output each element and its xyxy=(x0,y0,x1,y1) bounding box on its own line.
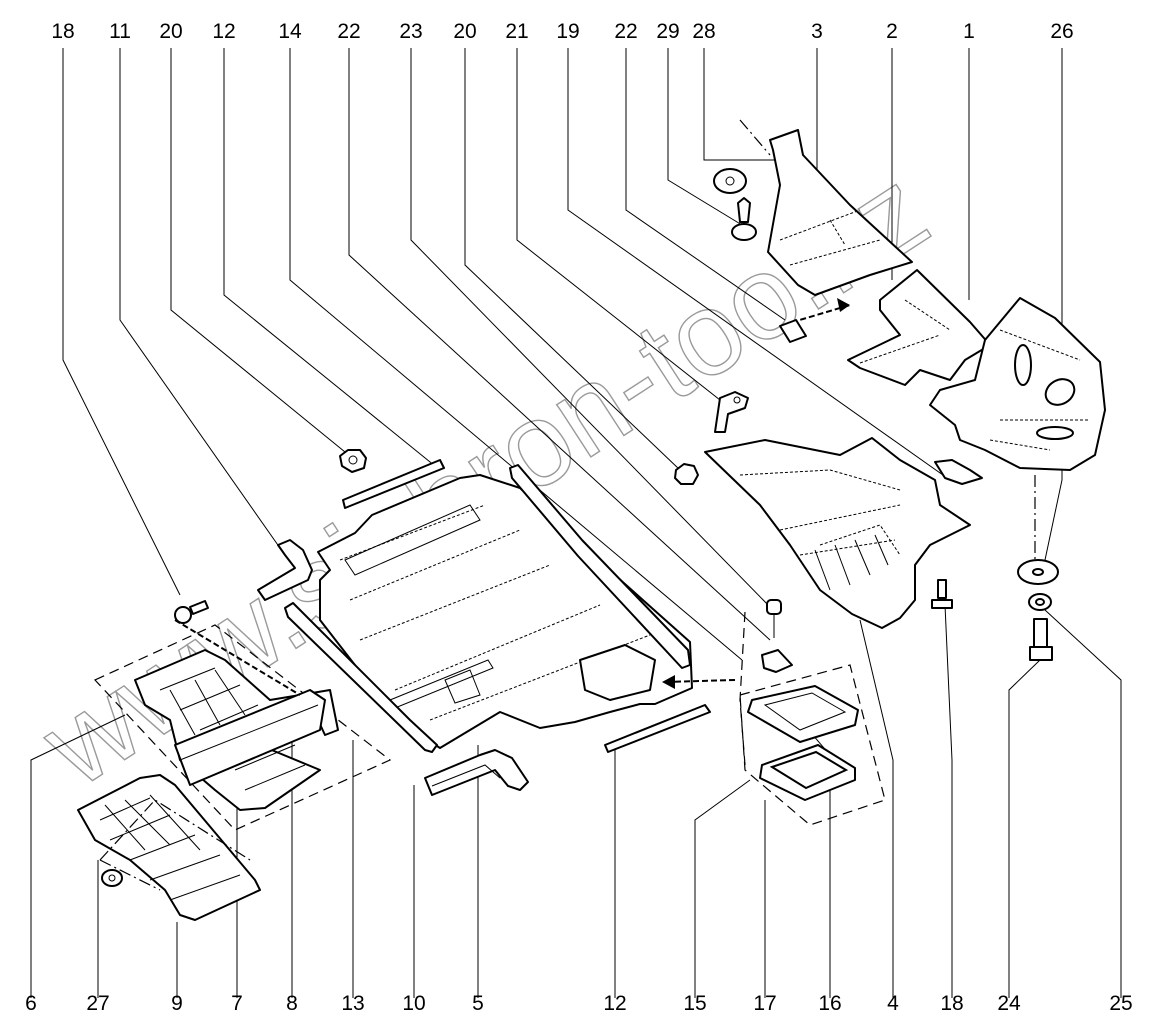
part-27-nut[interactable] xyxy=(101,869,123,887)
part-26-flat-washer[interactable] xyxy=(1017,559,1059,585)
top-callout-3: 3 xyxy=(811,20,823,43)
leader-14 xyxy=(289,48,743,661)
leader-18-top xyxy=(62,48,181,596)
bottom-callout-8: 8 xyxy=(286,992,298,1015)
leader-22-left xyxy=(348,48,771,641)
leader-6 xyxy=(30,714,126,998)
leader-29 xyxy=(667,48,743,226)
part-8-tray-support-rail[interactable] xyxy=(174,689,326,786)
part-25-spring-washer[interactable] xyxy=(1028,593,1052,611)
top-callout-19: 19 xyxy=(556,20,579,43)
top-callout-11: 11 xyxy=(109,20,131,43)
part-14-side-strip[interactable] xyxy=(509,464,691,669)
part-21-stud-bracket[interactable] xyxy=(714,391,749,433)
top-callout-22: 22 xyxy=(337,20,360,43)
leader-12-top xyxy=(223,48,436,467)
part-6-tray-assembly[interactable] xyxy=(93,624,392,831)
leader-4 xyxy=(859,619,894,998)
part-23-plastic-rivet[interactable] xyxy=(766,599,782,638)
part-4-floor-side-heat-shield[interactable] xyxy=(704,437,971,629)
part-12-strip-bottom[interactable] xyxy=(604,704,711,753)
part-2-heat-shield-mid[interactable] xyxy=(847,269,991,386)
bottom-callout-17: 17 xyxy=(753,992,776,1015)
top-callout-28: 28 xyxy=(692,20,715,43)
top-callout-18: 18 xyxy=(51,20,74,43)
leader-25 xyxy=(1044,609,1122,998)
leader-28 xyxy=(703,48,780,161)
leader-20-mid xyxy=(464,48,681,471)
top-callout-23: 23 xyxy=(399,20,422,43)
top-callout-14: 14 xyxy=(278,20,302,43)
bottom-callout-5: 5 xyxy=(472,992,484,1015)
top-callout-12: 12 xyxy=(212,20,235,43)
part-20-flange-nut-left[interactable] xyxy=(339,449,367,473)
bottom-callout-9: 9 xyxy=(171,992,183,1015)
part-22-clip-nut-left[interactable] xyxy=(761,649,793,673)
part-28-star-washer[interactable] xyxy=(713,168,747,194)
bottom-callout-27: 27 xyxy=(86,992,109,1015)
bottom-callout-13: 13 xyxy=(341,992,364,1015)
part-20-flange-nut-mid[interactable] xyxy=(674,463,699,485)
leader-26 xyxy=(1044,48,1063,561)
part-5-floor-panel[interactable] xyxy=(317,474,693,749)
part-24-hex-bolt[interactable] xyxy=(1029,618,1053,661)
leader-22-right xyxy=(625,48,786,321)
top-callout-26: 26 xyxy=(1050,20,1073,43)
leader-24 xyxy=(1008,659,1041,998)
bottom-callout-18: 18 xyxy=(940,992,963,1015)
part-19-mounting-bracket[interactable] xyxy=(934,459,983,485)
part-3-upper-heat-shield[interactable] xyxy=(767,129,913,296)
part-9-lower-tray-plate[interactable] xyxy=(77,774,261,921)
bottom-callout-7: 7 xyxy=(231,992,243,1015)
top-callout-22: 22 xyxy=(614,20,637,43)
part-17-hatch-gasket[interactable] xyxy=(759,744,856,801)
bottom-callout-10: 10 xyxy=(402,992,425,1015)
top-callout-2: 2 xyxy=(886,20,898,43)
bottom-callouts: 6 27 9 7 8 13 10 5 12 15 17 16 4 18 24 25 xyxy=(25,992,1133,1015)
bottom-callout-6: 6 xyxy=(25,992,37,1015)
leader-23 xyxy=(410,48,774,611)
leader-18-bottom xyxy=(944,604,953,998)
top-callout-29: 29 xyxy=(656,20,679,43)
bottom-callout-24: 24 xyxy=(997,992,1021,1015)
bottom-callout-16: 16 xyxy=(818,992,841,1015)
bottom-callout-4: 4 xyxy=(887,992,899,1015)
top-callout-20: 20 xyxy=(159,20,182,43)
leader-21 xyxy=(516,48,721,401)
part-15-hatch-seal-kit[interactable] xyxy=(739,611,886,826)
bottom-callout-15: 15 xyxy=(683,992,706,1015)
part-1-rear-heat-shield[interactable] xyxy=(929,297,1106,471)
top-callout-1: 1 xyxy=(963,20,975,43)
part-16-hatch-cover[interactable] xyxy=(747,685,859,743)
leader-20-left xyxy=(170,48,346,453)
part-11-small-duct[interactable] xyxy=(257,539,313,601)
leader-15 xyxy=(694,779,751,998)
leader-11 xyxy=(119,48,281,549)
top-callout-20: 20 xyxy=(453,20,476,43)
leader-19 xyxy=(567,48,951,481)
top-callout-21: 21 xyxy=(505,20,528,43)
part-13-sill-strip[interactable] xyxy=(284,602,438,753)
part-10-angle-duct[interactable] xyxy=(424,749,529,796)
bottom-callout-25: 25 xyxy=(1109,992,1132,1015)
part-18-flange-bolt-left[interactable] xyxy=(174,600,209,624)
part-12-strip-top[interactable] xyxy=(342,459,445,509)
part-18-flange-bolt-right[interactable] xyxy=(931,579,953,609)
part-22-clip-nut-right[interactable] xyxy=(779,319,807,343)
bottom-callout-12: 12 xyxy=(603,992,626,1015)
leader-lines-top xyxy=(62,48,1063,661)
part-29-self-tapping-screw[interactable] xyxy=(731,197,757,241)
